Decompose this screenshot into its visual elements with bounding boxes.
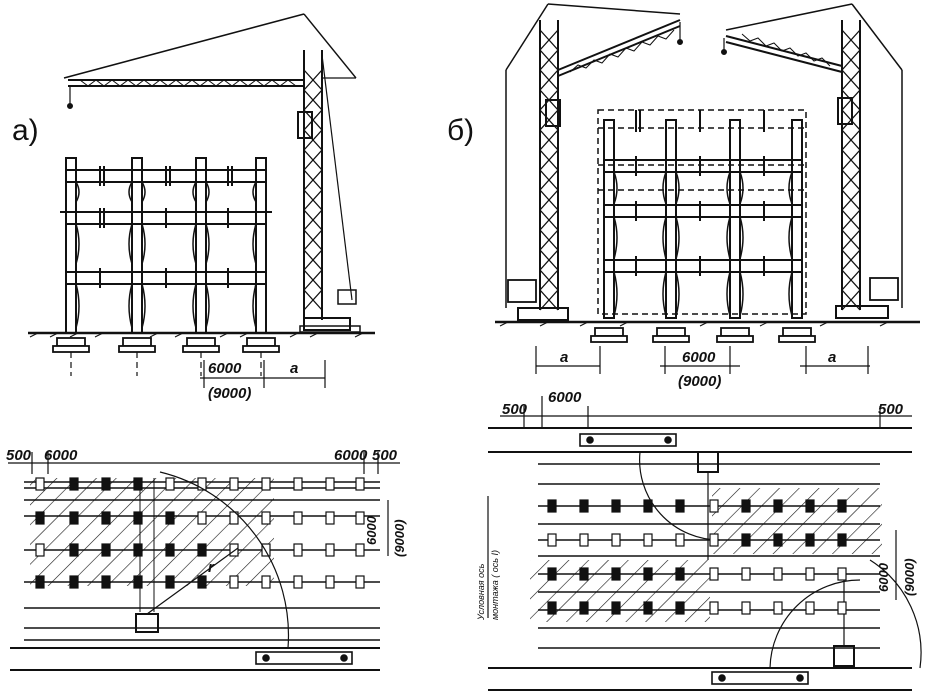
plan-b-right-margin: 500	[878, 401, 904, 418]
plan-b-side-dimension	[487, 496, 897, 618]
plan-a-side-1: 6000	[364, 515, 379, 545]
foundations-b	[590, 327, 816, 343]
dim-b-distance-left: a	[560, 349, 568, 366]
plan-b-crane-top	[579, 433, 721, 560]
plan-b-crane-bottom	[711, 559, 922, 685]
plan-b-grid-lines	[538, 463, 880, 649]
dim-b-distance-right: a	[828, 349, 836, 366]
foundations-a	[52, 337, 280, 353]
plan-b-axis-note-2: монтажа ( ось I)	[490, 550, 500, 620]
plan-a-columns	[35, 477, 365, 589]
plan-b-rails	[488, 427, 912, 691]
plan-a-side-2: (9000)	[392, 519, 407, 557]
plan-a-crane-base	[255, 651, 353, 665]
panel-b-label: б)	[447, 114, 474, 147]
panel-b-plan: 500 6000 500	[476, 389, 922, 691]
plan-b-columns	[547, 499, 847, 615]
tower-crane-b-left	[505, 3, 683, 321]
plan-b-hatched-zone-top	[712, 488, 882, 554]
plan-b-dimension-top	[500, 396, 912, 428]
plan-a-dimension-top	[8, 452, 400, 474]
plan-b-side-1: 6000	[876, 562, 891, 592]
plan-a-right-margin: 500	[372, 447, 398, 464]
frame-joints-a	[60, 166, 272, 288]
dim-b-span-alt: (9000)	[678, 373, 721, 390]
panel-a-label: а)	[12, 114, 39, 147]
plan-b-axis-note-1: Условная ось	[476, 563, 486, 621]
tower-crane-b-right	[721, 3, 903, 319]
plan-a-left-margin: 500	[6, 447, 32, 464]
dim-b-span: 6000	[682, 349, 716, 366]
dimension-lines-a	[200, 360, 326, 388]
dimension-lines-b	[535, 346, 870, 374]
plan-a-crane-reach	[135, 471, 290, 649]
foundation-dashes-a	[70, 352, 262, 376]
plan-a-left-step: 6000	[44, 447, 78, 464]
plan-a-hatched-zone	[30, 478, 274, 586]
frame-dashed-upper-b	[597, 109, 807, 315]
frame-beams-b	[603, 159, 803, 317]
plan-a-right-step: 6000	[334, 447, 368, 464]
plan-a-radius: r	[208, 559, 215, 576]
frame-beams-a	[65, 169, 267, 329]
frame-columns-b	[603, 119, 803, 319]
plan-b-left-margin: 500	[502, 401, 528, 418]
frame-joints-b	[635, 110, 765, 276]
ground-line-b	[495, 320, 920, 327]
frame-columns-a	[65, 157, 267, 334]
panel-a-plan: 500 6000 6000 500	[6, 447, 407, 671]
plan-b-side-2: (9000)	[902, 558, 917, 596]
dim-a-span-alt: (9000)	[208, 385, 251, 402]
panel-b-elevation: б)	[447, 3, 920, 390]
dim-a-distance: a	[290, 360, 298, 377]
plan-b-step: 6000	[548, 389, 582, 406]
dim-a-span: 6000	[208, 360, 242, 377]
panel-a-elevation: а)	[12, 13, 375, 402]
tower-crane-a	[63, 13, 361, 333]
